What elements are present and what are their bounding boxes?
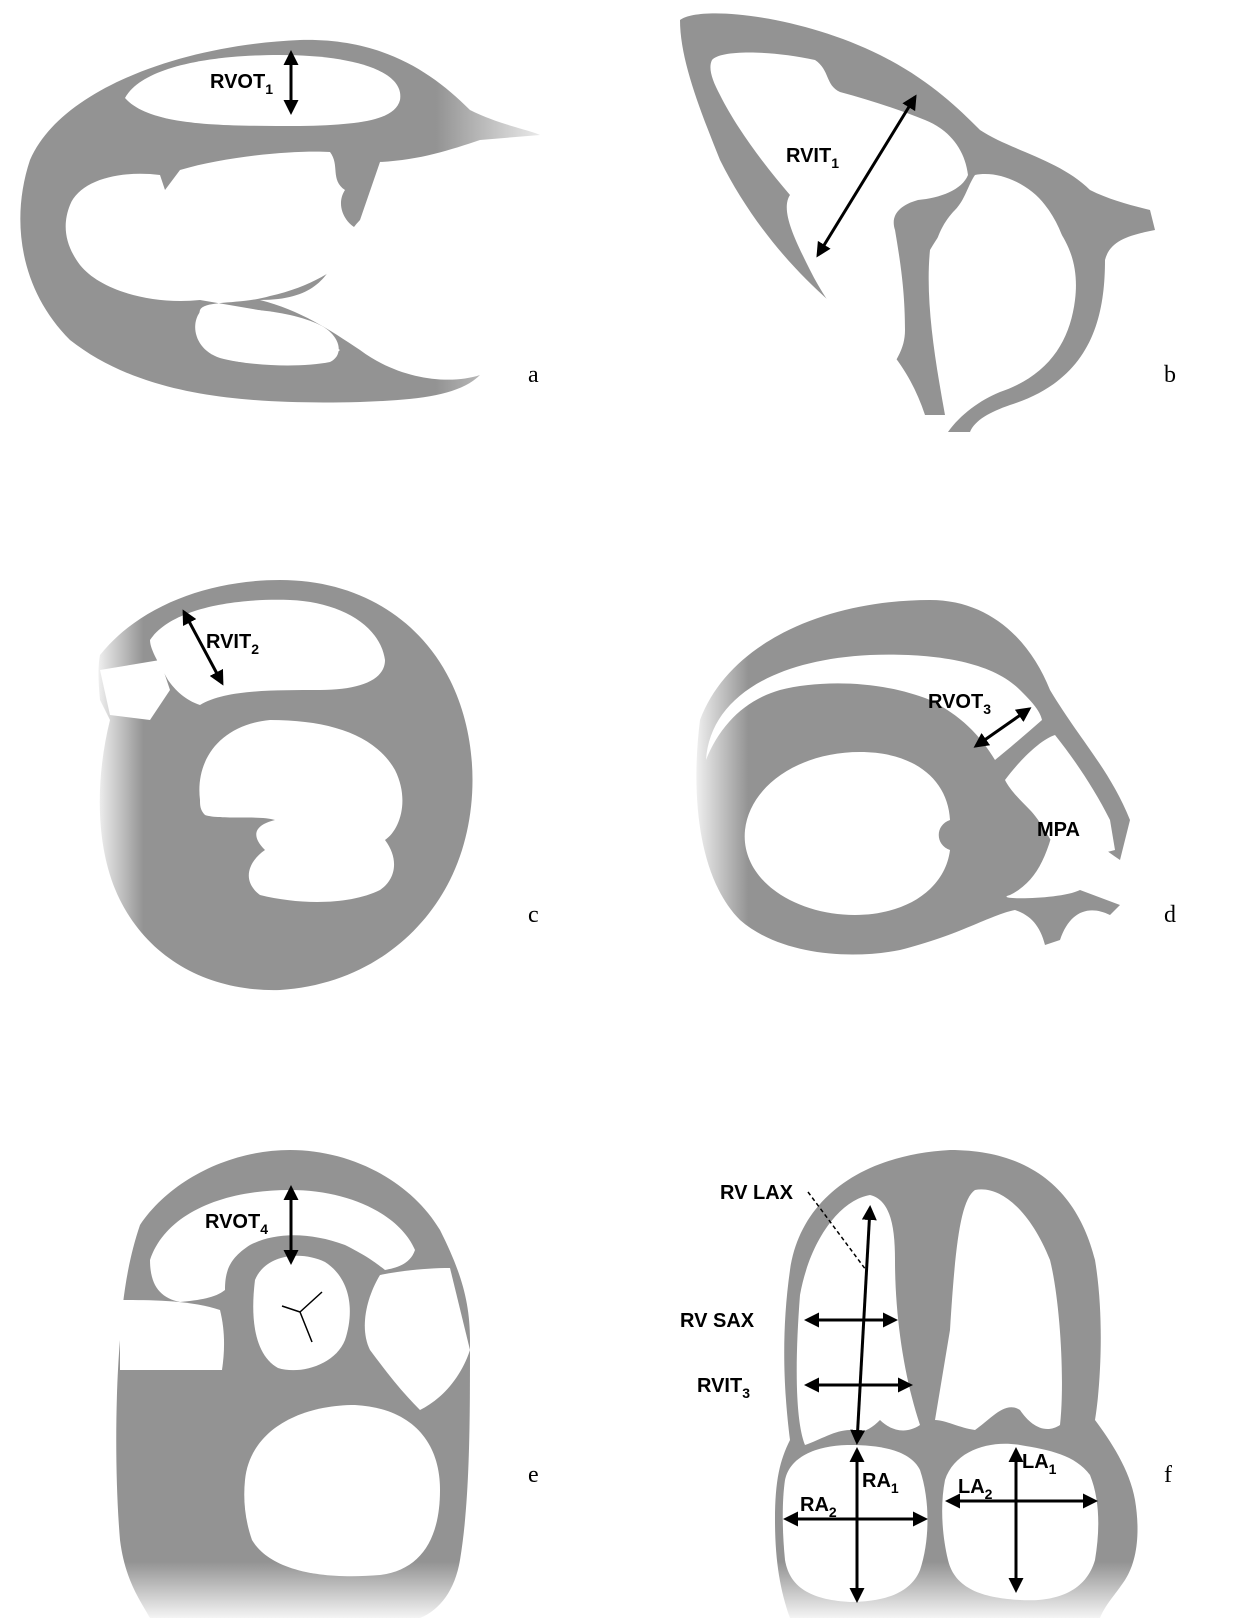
panel-d-vessel-label: MPA [1037, 819, 1080, 841]
panel-f-rv-lax-label: RV LAX [720, 1182, 794, 1204]
panel-c: RVIT2 c [99, 580, 539, 990]
panel-b-letter: b [1164, 362, 1176, 388]
panel-a-letter: a [528, 362, 539, 388]
panel-e: RVOT4 e [116, 1150, 538, 1618]
panel-e-letter: e [528, 1462, 539, 1488]
panel-f-la-cavity [942, 1444, 1098, 1601]
panel-c-letter: c [528, 902, 539, 928]
panel-d-letter: d [1164, 902, 1176, 928]
panel-e-aortic-cavity [253, 1256, 350, 1370]
panel-d: RVOT3 MPA d [696, 600, 1176, 955]
panel-e-side-cavity-left [120, 1300, 224, 1370]
panel-b: RVIT1 b [680, 13, 1176, 432]
panel-f-rv-sax-label: RV SAX [680, 1310, 755, 1332]
panel-f: RV LAX RV SAX RVIT3 RA1 RA2 LA1 LA2 f [680, 1150, 1172, 1618]
panel-f-ra-cavity [783, 1445, 928, 1602]
panel-a: RVOT1 a [20, 40, 540, 403]
panel-f-rvit3-label: RVIT3 [697, 1375, 750, 1401]
panel-f-letter: f [1164, 1462, 1172, 1488]
panel-e-lower-cavity [244, 1405, 440, 1576]
